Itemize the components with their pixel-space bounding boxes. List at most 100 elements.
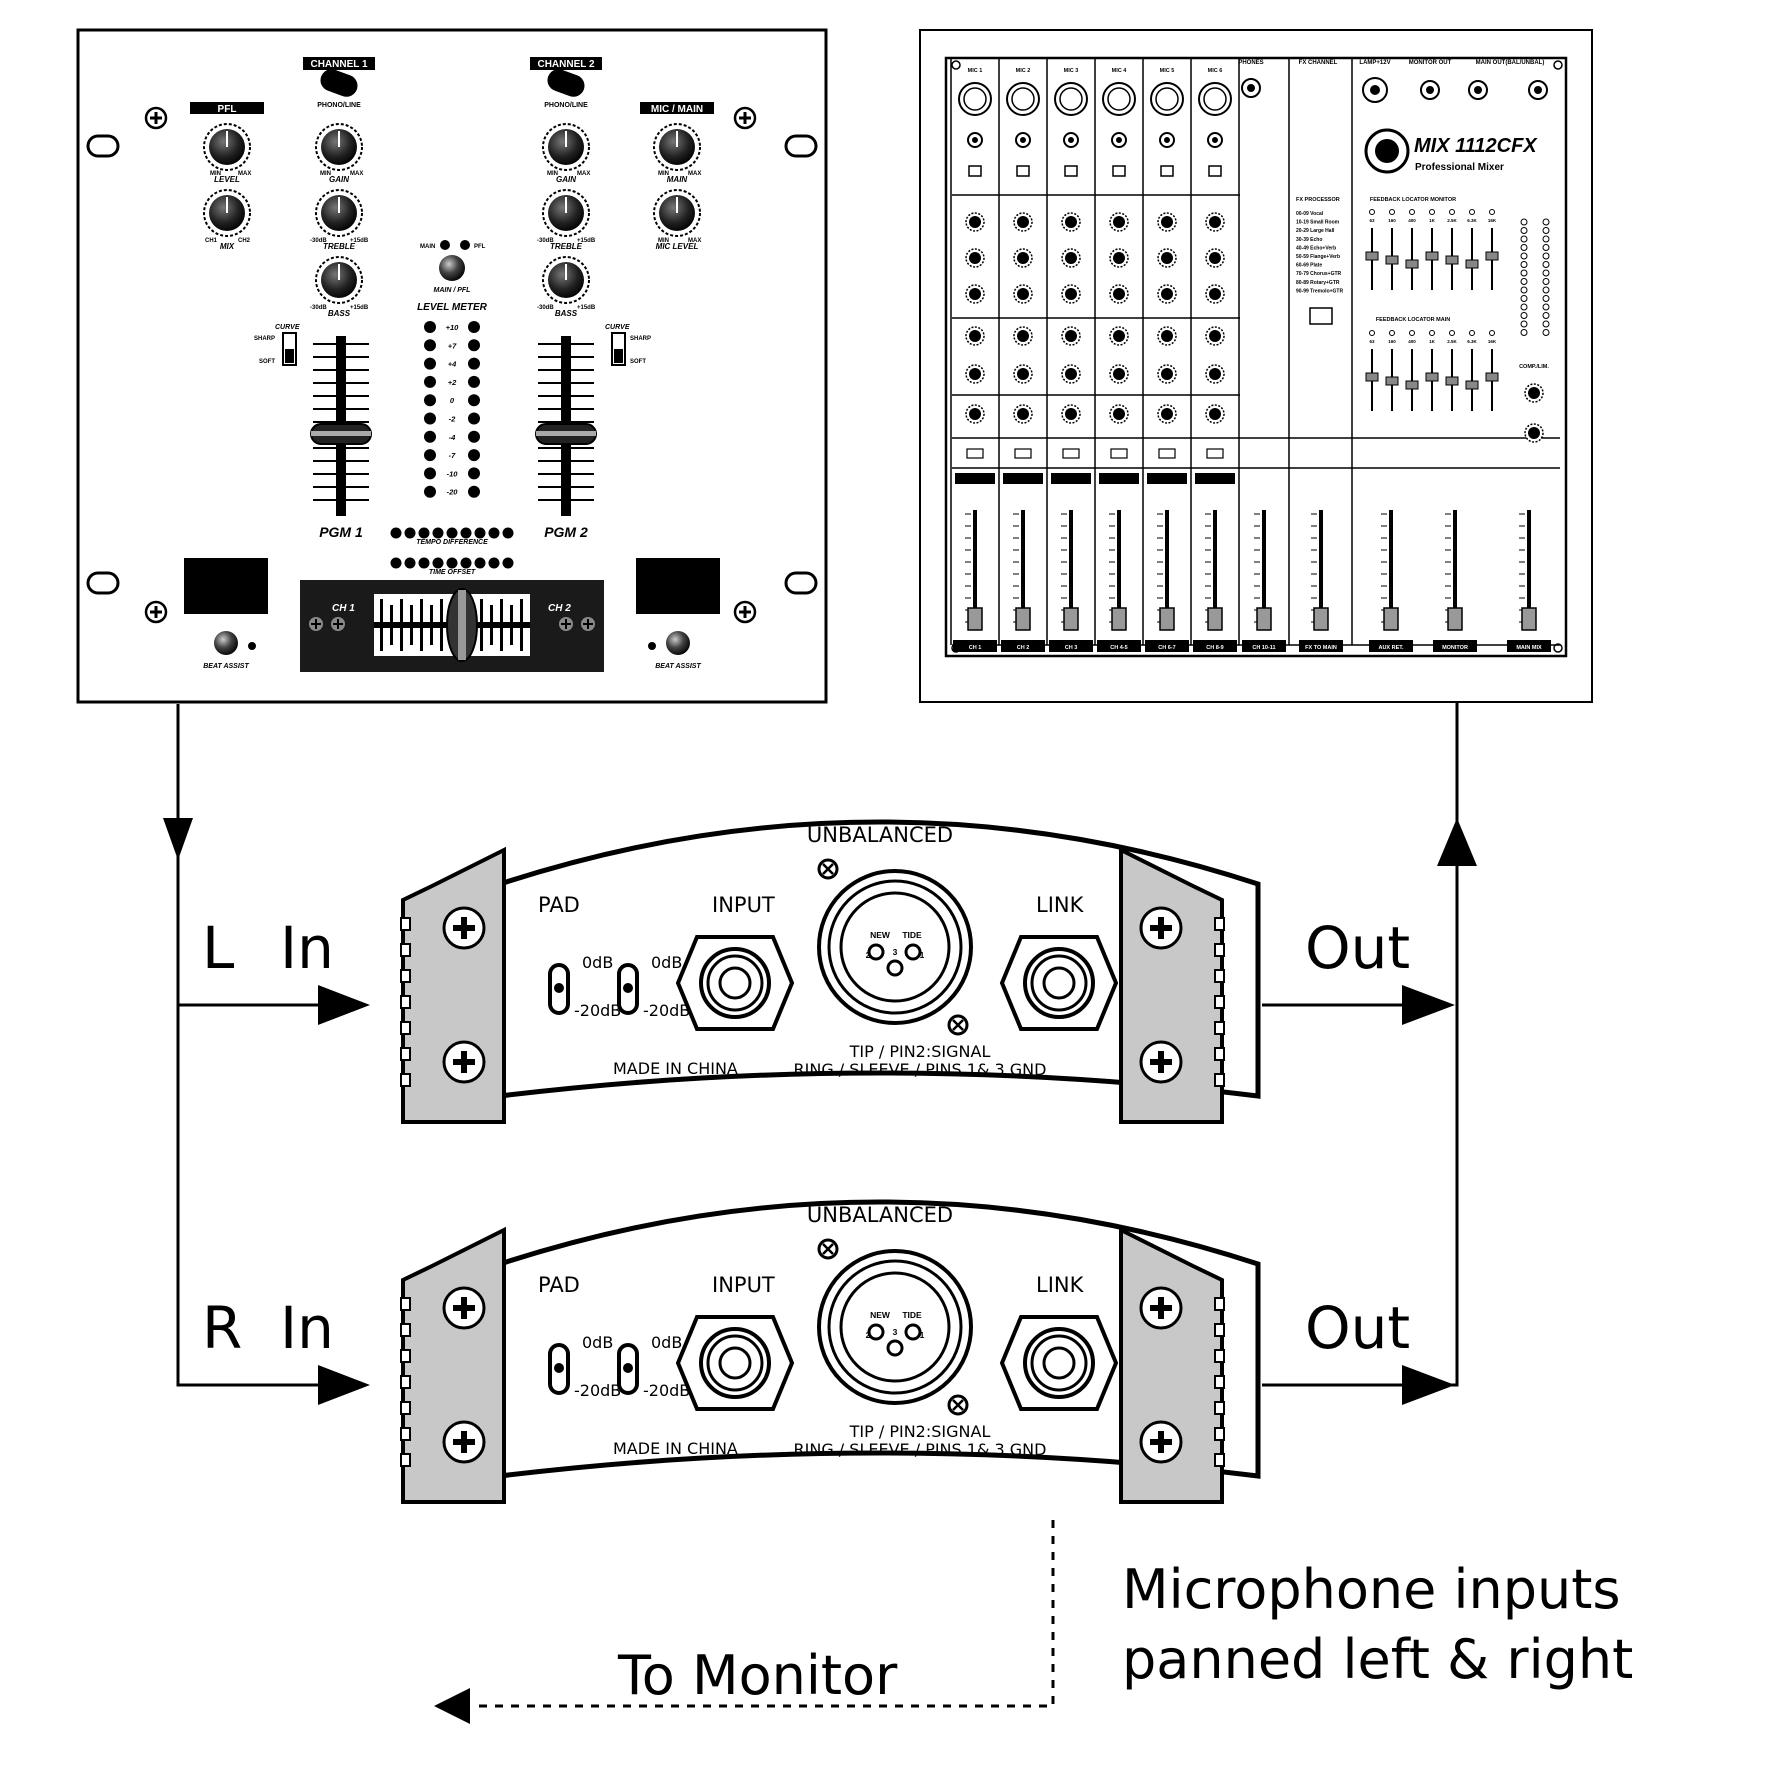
mute-button[interactable] [1014, 448, 1032, 459]
ch2-crossfader-label: CH 2 [548, 603, 571, 614]
channel-fader[interactable] [1256, 607, 1272, 631]
link-jack[interactable] [999, 935, 1119, 1031]
tempo-difference-leds [390, 527, 514, 539]
pad-button[interactable] [1160, 165, 1174, 177]
pgm2-fader[interactable] [535, 336, 597, 516]
level-meter-label: LEVEL METER [417, 302, 488, 313]
pad-button[interactable] [1016, 165, 1030, 177]
channel-fader[interactable] [1383, 607, 1399, 631]
treble-knob-ch1[interactable] [315, 189, 363, 237]
strip-label: FX TO MAIN [1305, 645, 1337, 651]
gain-knob-ch1[interactable] [315, 123, 363, 171]
pad-minus20-label: -20dB [574, 1001, 621, 1020]
mic-channel-label: MIC 3 [1064, 68, 1079, 74]
level-knob[interactable] [203, 123, 251, 171]
gain-knob-ch2[interactable] [542, 123, 590, 171]
bass-knob-ch2[interactable] [542, 256, 590, 304]
curve-label: CURVE [605, 324, 630, 331]
phono-line-switch[interactable] [544, 66, 587, 100]
min-label: MIN [658, 238, 669, 244]
monitor-out-label: MONITOR OUT [1409, 60, 1452, 66]
threshold-knob[interactable] [1524, 383, 1544, 403]
mute-button[interactable] [1158, 448, 1176, 459]
meter-led [424, 412, 436, 425]
strip-label: CH 4-5 [1110, 645, 1127, 651]
meter-tick-label: +7 [448, 341, 457, 350]
channel-fader[interactable] [1447, 607, 1463, 631]
tempo-led [432, 527, 444, 539]
fx-preset: 50-59 Flange+Verb [1296, 254, 1340, 260]
mix-knob[interactable] [203, 189, 251, 237]
arrow-icon [163, 818, 1477, 1724]
rack-slot [86, 134, 120, 158]
mute-button[interactable] [966, 448, 984, 459]
channel-fader[interactable] [1521, 607, 1537, 631]
beat-assist-button-right[interactable] [666, 631, 690, 655]
l-in-word: In [280, 914, 334, 982]
eq-band-label: 400 [1408, 339, 1416, 344]
pad-0db-label: 0dB [582, 953, 613, 972]
meter-led [424, 321, 436, 333]
strip-label: AUX RET. [1378, 645, 1404, 651]
mic-channel-label: MIC 2 [1016, 68, 1031, 74]
meter-led [468, 357, 480, 370]
meter-led [424, 467, 436, 480]
pfl-header: PFL [218, 104, 237, 115]
mute-button[interactable] [1110, 448, 1128, 459]
pad-minus20-label: -20dB [643, 1381, 690, 1400]
display-left [184, 558, 268, 614]
pad-button[interactable] [968, 165, 982, 177]
gain-label: GAIN [556, 175, 576, 184]
screw-icon [442, 1040, 486, 1084]
ratio-knob[interactable] [1524, 423, 1544, 443]
made-in-label: MADE IN CHINA [613, 1439, 738, 1458]
pgm1-fader[interactable] [310, 336, 372, 516]
screw-icon [1139, 1286, 1183, 1330]
channel-fader[interactable] [1015, 607, 1031, 631]
beat-assist-button-left[interactable] [214, 631, 238, 655]
meter-tick-label: -20 [447, 488, 459, 497]
strip-label: CH 10-11 [1252, 645, 1275, 651]
display-right [636, 558, 720, 614]
xlr-pin3-label: 3 [893, 947, 898, 957]
ch2-short-label: CH2 [238, 238, 251, 244]
pgm2-label: PGM 2 [544, 524, 588, 540]
max-label: MAX [688, 171, 701, 177]
xlr-output[interactable] [817, 1249, 973, 1405]
channel-fader[interactable] [1159, 607, 1175, 631]
link-jack[interactable] [999, 1315, 1119, 1411]
mic-level-knob[interactable] [653, 189, 701, 237]
l-in-letter: L [202, 914, 234, 982]
input-label: INPUT [712, 1273, 775, 1297]
pgm1-label: PGM 1 [319, 524, 363, 540]
xlr-output[interactable] [817, 869, 973, 1025]
channel1-label: CHANNEL 1 [310, 59, 367, 70]
treble-knob-ch2[interactable] [542, 189, 590, 237]
pad-button[interactable] [1064, 165, 1078, 177]
main-pfl-button[interactable] [439, 255, 465, 281]
unbalanced-label: UNBALANCED [807, 1203, 953, 1227]
soft-label: SOFT [630, 359, 646, 365]
bass-knob-ch1[interactable] [315, 256, 363, 304]
mute-button[interactable] [1206, 448, 1224, 459]
mute-button[interactable] [1062, 448, 1080, 459]
meter-led [468, 449, 480, 462]
input-jack[interactable] [675, 935, 795, 1031]
channel-fader[interactable] [967, 607, 983, 631]
channel-fader[interactable] [1111, 607, 1127, 631]
crossfader[interactable] [374, 588, 530, 662]
main-knob[interactable] [653, 123, 701, 171]
mic-main-header: MIC / MAIN [651, 104, 703, 115]
channel-fader[interactable] [1063, 607, 1079, 631]
channel-fader[interactable] [1313, 607, 1329, 631]
phono-line-switch[interactable] [317, 66, 360, 100]
pad-button[interactable] [1208, 165, 1222, 177]
channel-fader[interactable] [1207, 607, 1223, 631]
plus15-label: +15dB [577, 238, 596, 244]
input-jack[interactable] [675, 1315, 795, 1411]
offset-led [488, 557, 500, 569]
pad-button[interactable] [1112, 165, 1126, 177]
